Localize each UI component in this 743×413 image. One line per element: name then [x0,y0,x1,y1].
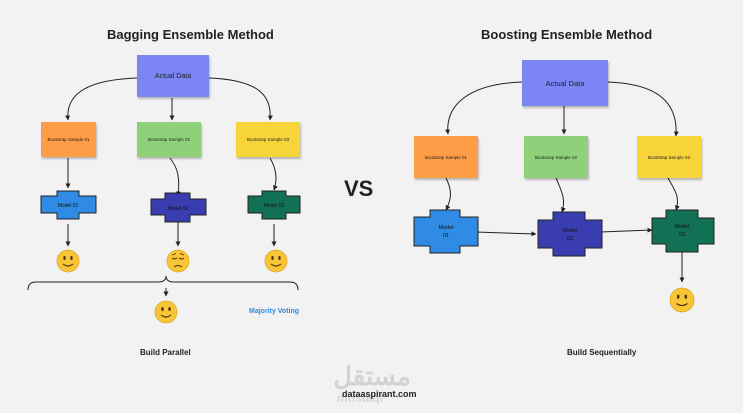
vs-label: VS [344,176,374,201]
smile-emoji-icon [56,249,80,273]
boosting-model-03-label: Model [675,224,690,230]
boosting-sample-03-note: Bootstrap Sample 03 [637,136,701,178]
boosting-sample-02-note: Bootstrap Sample 02 [524,136,588,178]
svg-text:مستقل: مستقل [333,361,411,391]
bagging-title: Bagging Ensemble Method [107,27,274,42]
svg-text:mostaql: mostaql [337,391,383,405]
bagging-model-03-label: Model 03 [264,203,285,209]
boosting-model-01-label: Model [439,225,454,231]
boosting-model-03-number: 03 [679,232,685,238]
boosting-arrows [445,81,685,283]
bagging-actual-data-note: Actual Data [137,55,209,97]
boosting-title: Boosting Ensemble Method [481,27,653,42]
bagging-arrows [27,77,299,297]
sad-emoji-icon [166,249,190,273]
boosting-model-02-number: 02 [567,236,573,242]
smile-emoji-icon [264,249,288,273]
bagging-model-01-label: Model 01 [58,203,79,209]
bagging-sample-02-note: Bootstrap Sample 02 [137,122,201,157]
bagging-sample-01-note: Bootstrap Sample 01 [41,122,96,157]
build-sequentially-label: Build Sequentially [567,348,637,357]
bagging-model-02: Model 02 [150,192,207,223]
majority-voting-label: Majority Voting [249,308,300,315]
boosting-model-02-label: Model [563,228,578,234]
bagging-model-03: Model 03 [247,190,301,220]
boosting-model-01: Model 01 [413,209,479,254]
boosting-result-emoji-icon [669,287,695,313]
build-parallel-label: Build Parallel [140,348,191,357]
boosting-sample-01-note: Bootstrap Sample 01 [414,136,478,178]
boosting-actual-data-note: Actual Data [522,60,608,106]
mostaql-watermark-logo: مستقل mostaql [333,361,411,405]
bagging-sample-03-note: Bootstrap Sample 03 [236,122,300,157]
boosting-model-01-number: 01 [443,233,449,239]
bagging-model-01: Model 01 [40,190,97,220]
voting-result-emoji-icon [154,300,178,324]
boosting-model-02: Model 02 [537,211,603,257]
boosting-model-03: Model 03 [651,209,715,253]
bagging-model-02-label: Model 02 [168,206,189,212]
site-url-label: dataaspirant.com [342,389,417,399]
